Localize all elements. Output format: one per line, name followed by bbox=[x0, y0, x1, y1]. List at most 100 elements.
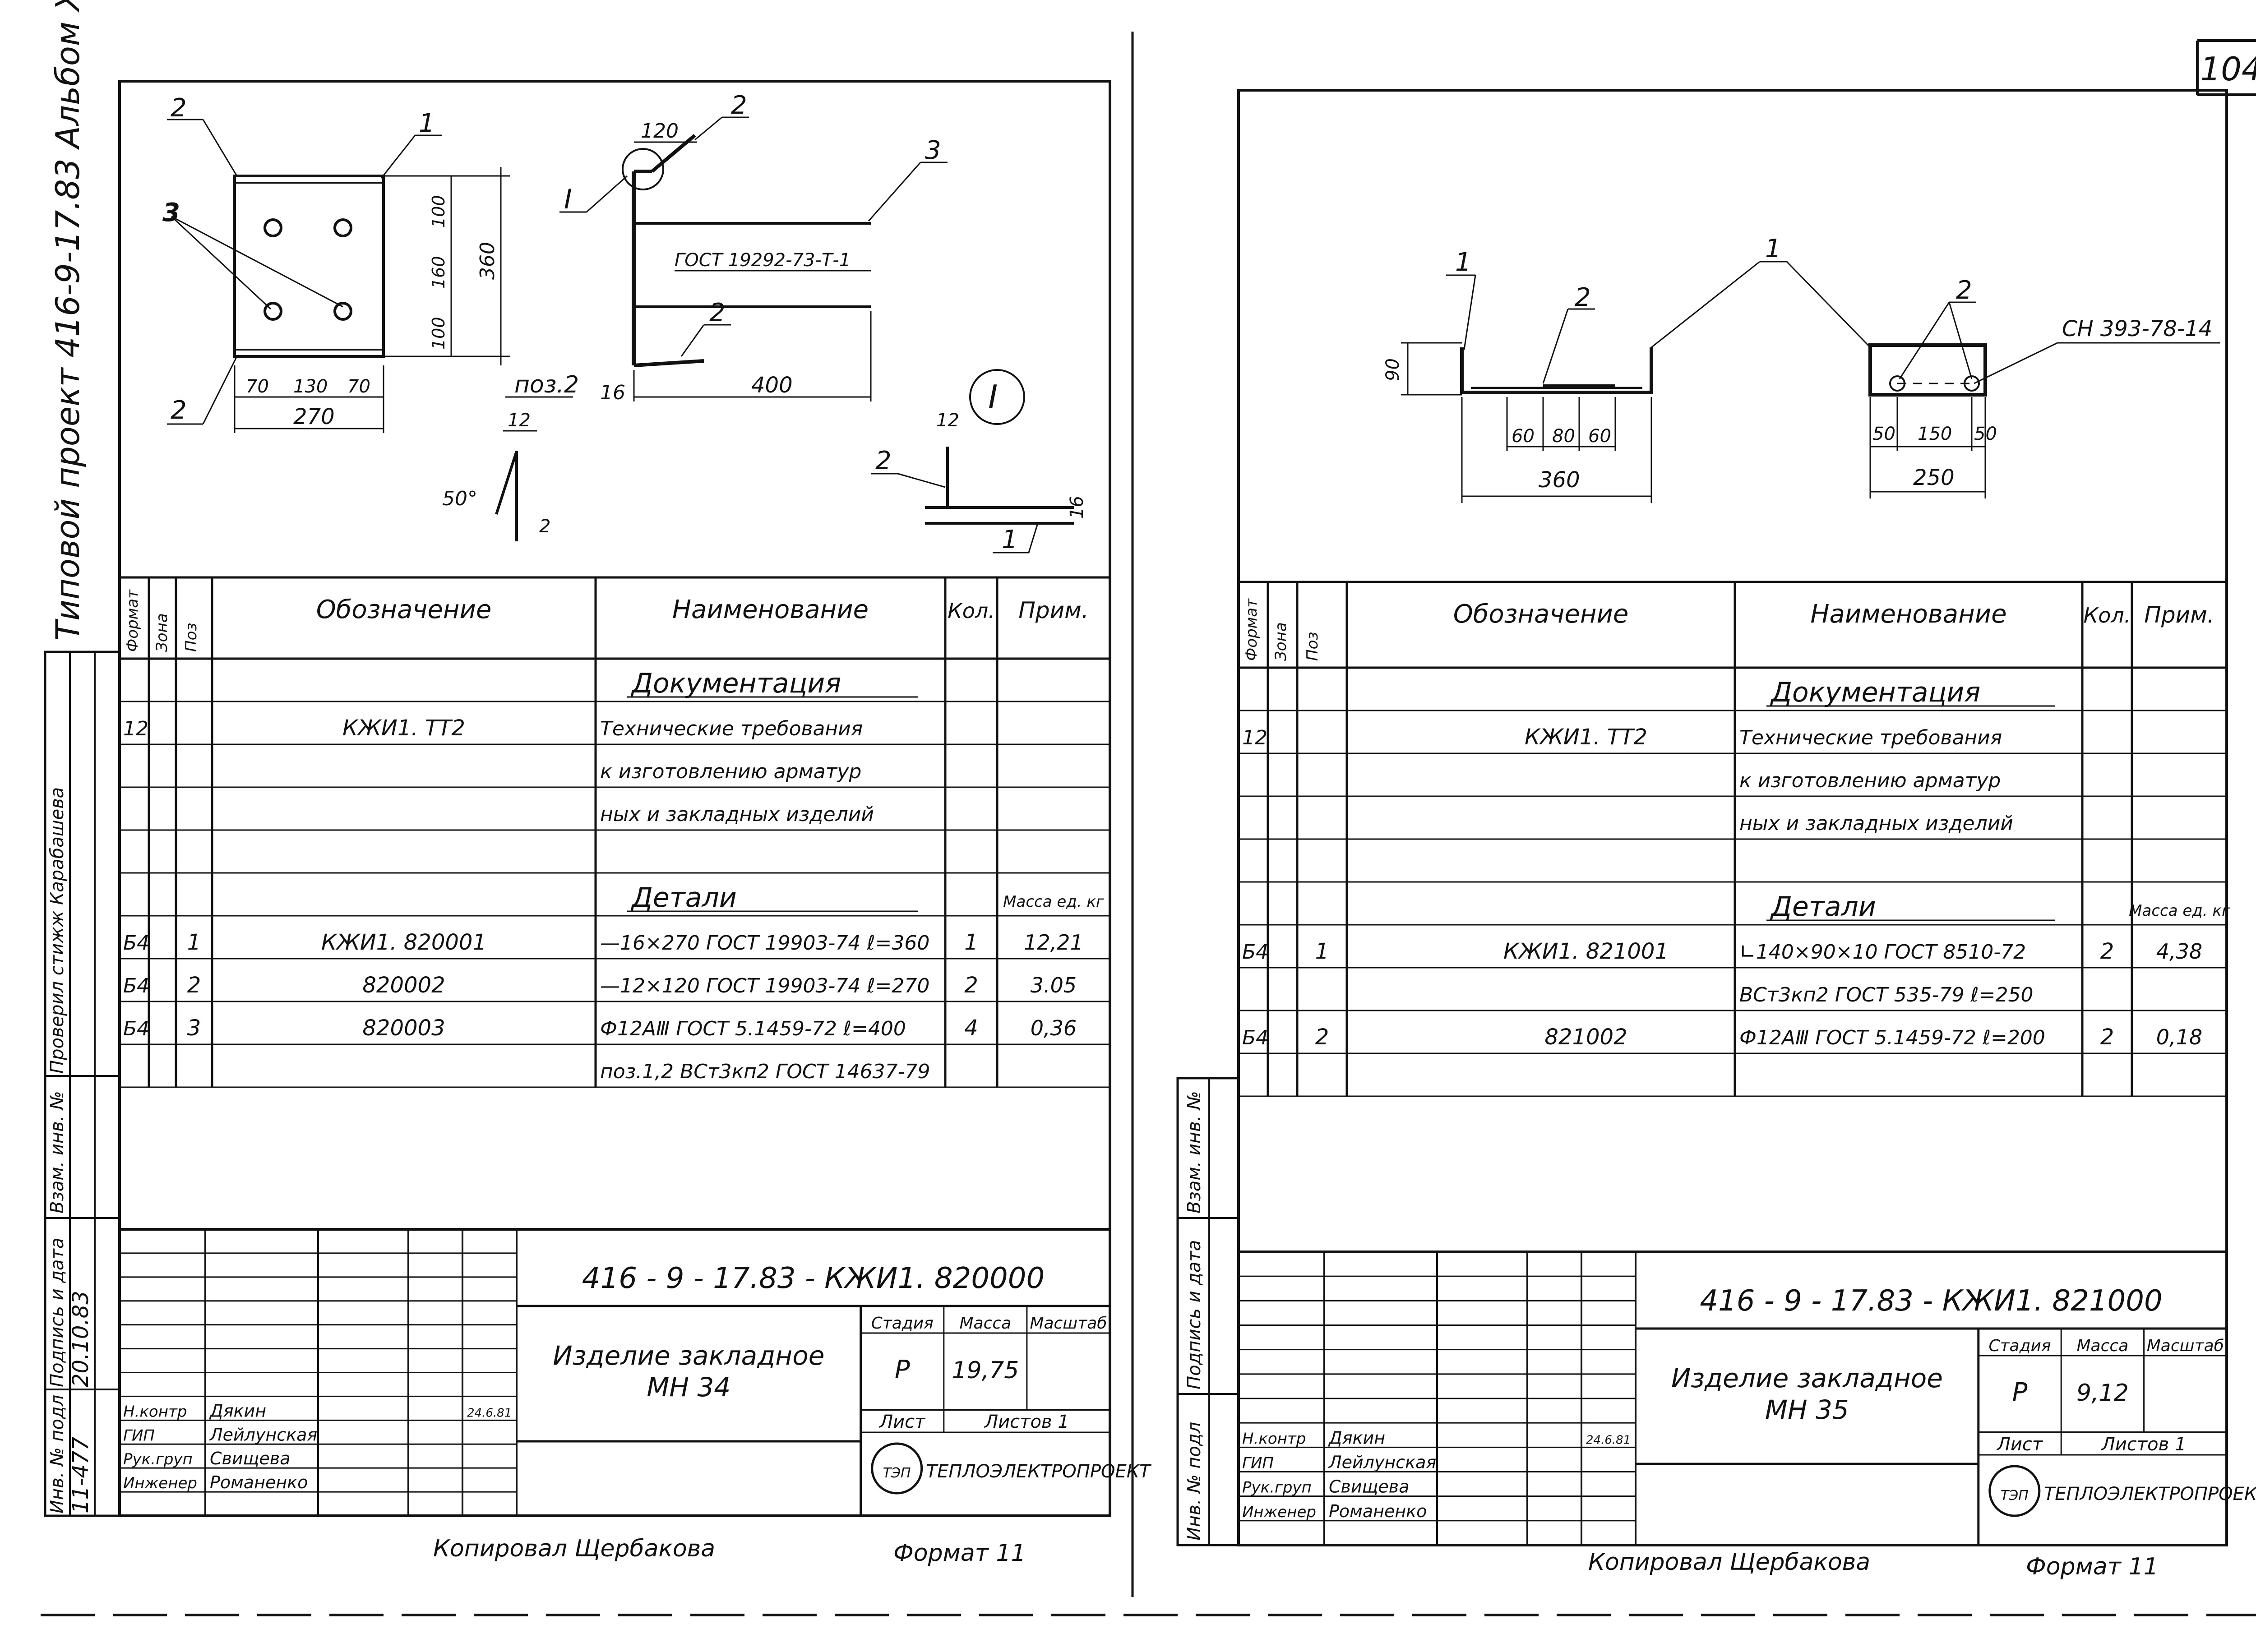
role-date: 24.6.81 bbox=[1586, 1433, 1631, 1447]
spec-format: 12 bbox=[123, 717, 148, 740]
role-name: Свищева bbox=[210, 1449, 290, 1468]
role-name: Лейлунская bbox=[1328, 1453, 1436, 1472]
dim-60b: 60 bbox=[1588, 426, 1611, 447]
role-label: Рук.груп bbox=[123, 1450, 193, 1468]
role-label: ГИП bbox=[1242, 1454, 1274, 1472]
org-logo bbox=[871, 1442, 923, 1495]
hdr-designation: Обозначение bbox=[1453, 600, 1629, 629]
org-name: ТЕПЛОЭЛЕКТРОПРОЕКТ bbox=[2044, 1484, 2256, 1504]
stamp-checked: Проверил стижж Карабашева bbox=[47, 787, 68, 1074]
spec-format: 12 bbox=[1242, 726, 1267, 749]
spec-designation: 820003 bbox=[362, 1015, 445, 1041]
dim-270: 270 bbox=[293, 404, 335, 429]
hdr-qty: Кол. bbox=[2084, 603, 2131, 628]
callout-2a: 2 bbox=[171, 93, 187, 123]
weld-2: 2 bbox=[539, 516, 550, 537]
spec-qty: 4 bbox=[964, 1015, 978, 1041]
callout-2b: 2 bbox=[171, 396, 187, 425]
org-name: ТЕПЛОЭЛЕКТРОПРОЕКТ bbox=[926, 1461, 1152, 1482]
hdr-zone: Зона bbox=[153, 613, 171, 652]
dim-50b: 50 bbox=[1974, 424, 1997, 444]
spec-format: Б4 bbox=[123, 1017, 149, 1040]
dim-70b: 70 bbox=[347, 376, 370, 397]
stamp-sign-label: Подпись и дата bbox=[47, 1238, 68, 1387]
callout2-2a: 2 bbox=[1575, 283, 1591, 312]
hdr-note: Прим. bbox=[2144, 602, 2214, 628]
spec-mass: 12,21 bbox=[1024, 930, 1083, 955]
stamp-inv-no: 11-477 bbox=[68, 1437, 93, 1514]
role-name: Дякин bbox=[209, 1401, 266, 1421]
spec-name: Технические требования bbox=[1739, 726, 2002, 749]
callout-3b: 3 bbox=[925, 136, 941, 165]
role-name: Дякин bbox=[1328, 1428, 1385, 1448]
spec-qty: 2 bbox=[2100, 939, 2114, 964]
spec-mass: 3.05 bbox=[1031, 973, 1077, 997]
stage-value: Р bbox=[2012, 1378, 2028, 1407]
spec-name: ВСт3кп2 ГОСТ 535-79 ℓ=250 bbox=[1739, 983, 2033, 1006]
spec-designation: 821002 bbox=[1544, 1024, 1627, 1050]
stage-header: Стадия bbox=[871, 1314, 934, 1333]
stamp-ref-label: Инв. № подл bbox=[47, 1395, 68, 1514]
stamp-swap-label: Взам. инв. № bbox=[47, 1091, 68, 1214]
org-logo-text: ТЭП bbox=[2001, 1488, 2029, 1504]
spec-mass: Масса ед. кг bbox=[2129, 902, 2230, 920]
dim-150: 150 bbox=[1918, 424, 1952, 444]
dim-100b: 100 bbox=[429, 317, 448, 350]
spec-mass: 4,38 bbox=[2156, 939, 2202, 964]
hdr-format: Формат bbox=[124, 589, 142, 652]
pos2-label: поз.2 bbox=[514, 371, 579, 398]
stamp2-sign-label: Подпись и дата bbox=[1184, 1240, 1205, 1389]
view-i-label: I bbox=[988, 378, 998, 416]
mass-header: Масса bbox=[959, 1314, 1011, 1333]
callout-3: 3 bbox=[162, 198, 180, 227]
spec-designation: КЖИ1. ТТ2 bbox=[342, 715, 465, 741]
stamp2-ref-label: Инв. № подл bbox=[1184, 1422, 1205, 1541]
item-name: Изделие закладное bbox=[1671, 1363, 1943, 1394]
spec-pos: 1 bbox=[187, 930, 201, 955]
hdr-qty: Кол. bbox=[948, 599, 995, 623]
spec-name: поз.1,2 ВСт3кп2 ГОСТ 14637-79 bbox=[600, 1060, 930, 1083]
drawing-mn35: 90 60 80 60 360 50 150 50 bbox=[1239, 234, 2227, 583]
stage-header: Стадия bbox=[1988, 1337, 2051, 1355]
spec-designation: КЖИ1. 821001 bbox=[1503, 939, 1669, 964]
spec-name: ных и закладных изделий bbox=[1739, 812, 2013, 835]
callout-2c: 2 bbox=[731, 91, 747, 120]
spec-mass: 0,36 bbox=[1031, 1016, 1077, 1040]
sn-label: СН 393-78-14 bbox=[2062, 316, 2212, 341]
callout2-2b: 2 bbox=[1956, 276, 1972, 305]
margin-title: Типовой проект 416-9-17.83 Альбом X ч.2 bbox=[49, 0, 87, 641]
dim-90: 90 bbox=[1382, 358, 1403, 381]
spec-name: ных и закладных изделий bbox=[600, 803, 874, 826]
callout2-1a: 1 bbox=[1455, 248, 1471, 277]
callout-1: 1 bbox=[419, 109, 435, 138]
spec-qty: 1 bbox=[964, 930, 978, 955]
dim-12a: 12 bbox=[508, 410, 531, 431]
role-name: Романенко bbox=[210, 1472, 308, 1492]
sheets-header: Листов 1 bbox=[2101, 1434, 2187, 1455]
dim-130: 130 bbox=[293, 376, 328, 397]
spec-pos: 3 bbox=[187, 1015, 201, 1041]
role-label: Инженер bbox=[1242, 1503, 1316, 1521]
angle-50: 50° bbox=[442, 487, 477, 510]
spec-section: Детали bbox=[630, 882, 737, 914]
spec-name: Ф12АⅢ ГОСТ 5.1459-72 ℓ=400 bbox=[600, 1017, 906, 1040]
spec-designation: КЖИ1. ТТ2 bbox=[1525, 724, 1647, 750]
copied-by-1: Копировал Щербакова bbox=[433, 1535, 715, 1562]
spec-section: Документация bbox=[1770, 677, 1980, 708]
page-number-box: 104 bbox=[2196, 39, 2256, 96]
doc-code: 416 - 9 - 17.83 - КЖИ1. 820000 bbox=[582, 1262, 1045, 1295]
mass-value: 9,12 bbox=[2076, 1380, 2129, 1407]
hdr-name: Наименование bbox=[1810, 600, 2006, 629]
scale-header: Масштаб bbox=[1030, 1314, 1107, 1333]
dim-16: 16 bbox=[600, 381, 625, 404]
dim-400: 400 bbox=[751, 373, 793, 398]
dim-12b: 12 bbox=[936, 410, 959, 431]
role-label: Н.контр bbox=[1242, 1430, 1306, 1448]
item-name: Изделие закладное bbox=[553, 1340, 824, 1371]
sheet-header: Лист bbox=[878, 1412, 926, 1432]
role-label: Инженер bbox=[123, 1474, 197, 1492]
